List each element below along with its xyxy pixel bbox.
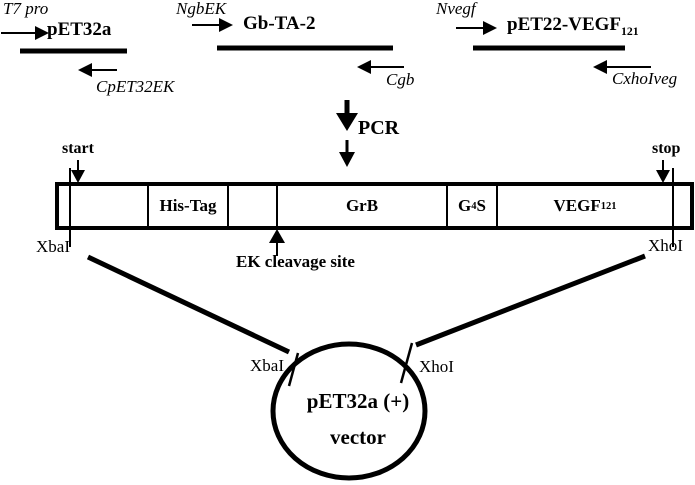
template-name-1-base: pET32a [47,19,112,40]
reverse-primer-label-1: CpET32EK [96,77,175,96]
pcr-step-label: PCR [358,117,400,139]
template-name-2: Gb-TA-2 [243,14,315,37]
pcr-arrowhead-1 [336,113,358,131]
xhoi-site-label: XhoI [648,236,683,255]
ligation-line-left [86,254,291,355]
vector-name-line-2: vector [330,425,386,449]
construct-bar [55,182,694,230]
reverse-primer-arrowhead-1 [78,63,92,77]
reverse-primer-arrowhead-3 [593,60,607,74]
ek-cleavage-arrowhead [269,229,285,243]
template-name-3-base: pET22-VEGF [507,14,622,35]
template-name-2-base: Gb-TA-2 [243,13,316,34]
vector-circle [270,341,428,481]
vector-xbai-cut-label: XbaI [250,356,284,375]
forward-primer-label-1: T7 pro [3,0,49,18]
forward-primer-label-2: NgbEK [176,0,227,18]
segment-vegf121-base: VEGF [553,196,601,215]
vector-xhoi-cut-label: XhoI [419,357,454,376]
segment-grb: GrB [345,196,379,215]
template-name-3-sub: 121 [621,24,639,38]
ligation-line-right [415,253,646,348]
forward-primer-arrowhead-3 [483,21,497,35]
segment-vegf121-sub: 121 [600,200,617,212]
reverse-primer-arrowhead-2 [357,60,371,74]
forward-primer-arrowhead-2 [219,18,233,32]
segment-g4s-tail: S [476,196,486,215]
start-arrowhead [71,170,85,183]
template-name-1: pET32a [47,20,111,43]
segment-g4s-sub: 4 [471,200,477,212]
stop-label: stop [652,140,681,157]
xbai-cut-slash [287,352,300,387]
xhoi-cut-slash [399,342,414,384]
ek-cleavage-site-label: EK cleavage site [236,252,355,271]
reverse-primer-label-2: Cgb [386,70,415,89]
start-label: start [62,140,94,157]
reverse-primer-label-3: CxhoIveg [612,69,678,88]
xbai-site-label: XbaI [36,237,70,256]
stop-arrowhead [656,170,670,183]
vector-name-line-1: pET32a (+) [306,389,410,413]
segment-g4s-base: G [458,196,472,215]
segment-his-tag: His-Tag [159,196,217,215]
pcr-arrowhead-2 [339,152,355,167]
forward-primer-arrowhead-1 [35,26,49,40]
forward-primer-label-3: Nvegf [436,0,476,18]
template-name-3: pET22-VEGF121 [507,15,639,38]
